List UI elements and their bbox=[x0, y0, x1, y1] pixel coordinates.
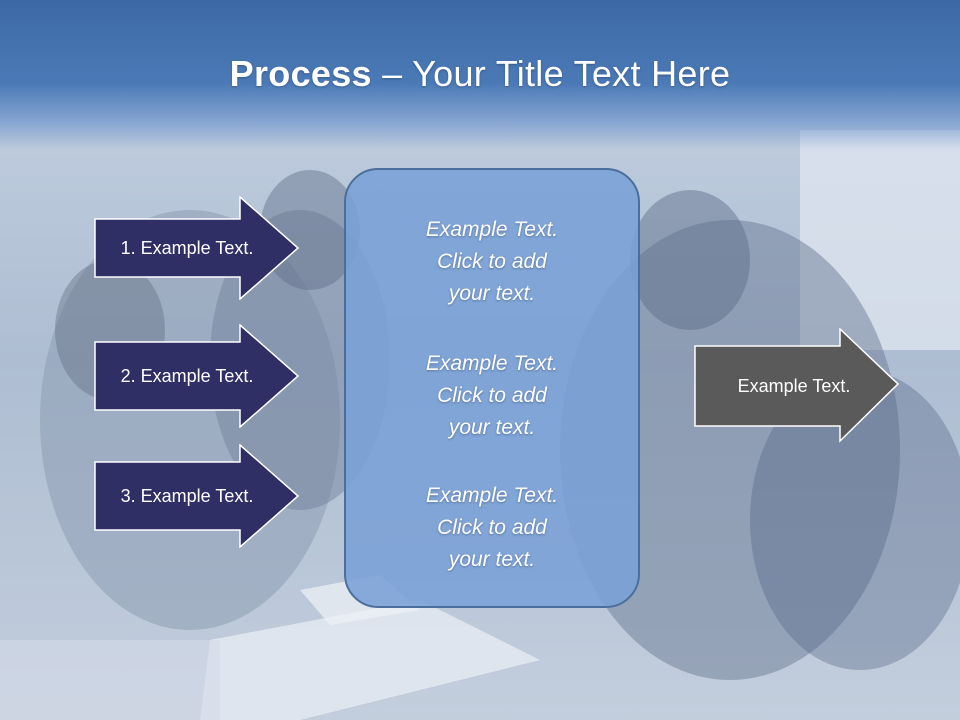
step-label-1: 1. Example Text. bbox=[120, 237, 254, 258]
step-arrow-2[interactable]: 2. Example Text. bbox=[94, 324, 300, 428]
arrow-right-shape bbox=[94, 444, 300, 548]
title-band bbox=[0, 0, 960, 150]
arrow-right-shape bbox=[94, 196, 300, 300]
center-text-3[interactable]: Example Text. Click to add your text. bbox=[425, 484, 559, 571]
result-label: Example Text. bbox=[737, 375, 851, 396]
center-text-2[interactable]: Example Text. Click to add your text. bbox=[425, 352, 559, 439]
step-label-3: 3. Example Text. bbox=[120, 485, 254, 506]
step-arrow-1[interactable]: 1. Example Text. bbox=[94, 196, 300, 300]
title-bold: Process bbox=[229, 53, 372, 94]
arrow-right-shape bbox=[94, 324, 300, 428]
step-label-2: 2. Example Text. bbox=[120, 365, 254, 386]
result-arrow[interactable]: Example Text. bbox=[694, 328, 900, 444]
title-rest: – Your Title Text Here bbox=[371, 53, 731, 94]
center-text-1[interactable]: Example Text. Click to add your text. bbox=[425, 218, 559, 305]
center-text-box[interactable]: Example Text. Click to add your text. Ex… bbox=[344, 168, 640, 608]
slide-title[interactable]: Process – Your Title Text Here bbox=[0, 52, 960, 96]
step-arrow-3[interactable]: 3. Example Text. bbox=[94, 444, 300, 548]
arrow-right-shape bbox=[694, 328, 900, 443]
